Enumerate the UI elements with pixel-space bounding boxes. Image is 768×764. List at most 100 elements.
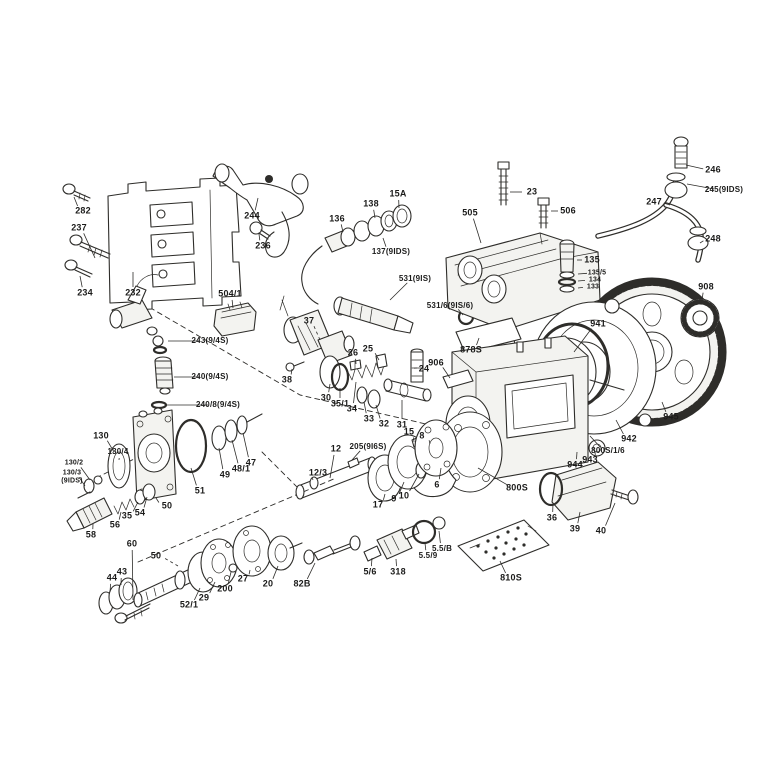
leader-line bbox=[589, 435, 601, 448]
leader-line bbox=[132, 501, 139, 512]
leader-line bbox=[290, 368, 293, 375]
parts-sticker-810S bbox=[457, 519, 550, 572]
leader-line bbox=[143, 496, 148, 508]
leader-line bbox=[218, 447, 224, 470]
leader-line bbox=[313, 326, 321, 341]
cover-39 bbox=[551, 461, 617, 521]
washer-54 bbox=[142, 483, 156, 501]
o-ring-5-5-9 bbox=[411, 519, 437, 545]
leader-line bbox=[106, 440, 115, 453]
leader-line bbox=[351, 450, 361, 461]
bolt-506 bbox=[537, 197, 550, 229]
leader-line bbox=[164, 558, 179, 567]
part-25 bbox=[375, 353, 388, 369]
leader-line bbox=[424, 542, 427, 551]
plunger-31 bbox=[383, 378, 432, 402]
banjo-bolt-246 bbox=[673, 136, 689, 169]
leader-line bbox=[79, 275, 83, 288]
injector-5-6-318 bbox=[363, 524, 420, 562]
part-200 bbox=[228, 563, 238, 573]
flange-27 bbox=[232, 525, 272, 577]
sensor-531 bbox=[333, 296, 414, 334]
leader-line bbox=[383, 493, 386, 501]
washer-32 bbox=[367, 389, 381, 409]
washer-943 bbox=[588, 439, 606, 457]
leader-line bbox=[306, 562, 316, 580]
leader-line bbox=[374, 353, 380, 361]
leader-line bbox=[73, 196, 78, 207]
leader-line bbox=[353, 381, 357, 404]
leader-line bbox=[663, 202, 671, 206]
leader-line bbox=[398, 481, 405, 494]
leader-line bbox=[131, 549, 134, 601]
bolt-237 bbox=[69, 234, 111, 259]
leader-line bbox=[477, 467, 509, 486]
leader-line bbox=[329, 454, 335, 479]
leader-line bbox=[685, 164, 704, 170]
leader-line bbox=[577, 511, 581, 524]
leader-line bbox=[209, 581, 216, 594]
leader-line bbox=[499, 560, 506, 574]
sensor-row-136-138-15A bbox=[301, 204, 412, 305]
leader-line bbox=[248, 569, 251, 575]
bolt-82B bbox=[303, 535, 361, 565]
leader-line bbox=[577, 272, 588, 275]
leader-line bbox=[231, 439, 239, 464]
solenoid-243-group bbox=[109, 274, 168, 355]
connector-504-1 bbox=[213, 301, 257, 337]
spring-34 bbox=[345, 361, 386, 381]
leader-line bbox=[109, 583, 111, 593]
leader-line bbox=[80, 467, 91, 481]
leader-line bbox=[375, 404, 381, 419]
leader-line bbox=[438, 530, 441, 544]
leader-line bbox=[577, 280, 586, 282]
ring-12-3 bbox=[309, 476, 319, 490]
leader-line bbox=[573, 328, 592, 353]
leader-line bbox=[328, 383, 331, 393]
washers-30-35-1 bbox=[319, 355, 350, 392]
part-26 bbox=[349, 359, 362, 371]
front-housing-50 bbox=[132, 407, 177, 502]
o-ring-36 bbox=[538, 471, 564, 507]
overflow-pipe-247-248 bbox=[595, 172, 709, 263]
leader-line bbox=[118, 511, 122, 520]
spring-56 bbox=[113, 498, 135, 515]
pressure-valve-58 bbox=[66, 497, 113, 532]
leader-line bbox=[476, 337, 480, 346]
gasket-878S bbox=[455, 317, 522, 354]
leader-line bbox=[363, 401, 367, 414]
hub-20 bbox=[267, 535, 303, 571]
leader-line bbox=[428, 440, 431, 445]
banjo-bolt-236 bbox=[249, 221, 271, 240]
leader-line bbox=[409, 473, 420, 492]
leader-line bbox=[576, 451, 578, 460]
washer-stack-47-48-49 bbox=[211, 413, 263, 451]
plate-906 bbox=[442, 369, 474, 389]
leader-line bbox=[194, 587, 201, 601]
leader-line bbox=[389, 282, 408, 301]
small-gear-908 bbox=[680, 298, 720, 338]
leader-line bbox=[395, 558, 397, 567]
leader-line bbox=[413, 437, 415, 443]
leader-line bbox=[155, 497, 160, 503]
coupling-52-1-29 bbox=[187, 538, 238, 593]
leader-line bbox=[340, 224, 344, 233]
leader-line bbox=[699, 240, 704, 244]
leader-line bbox=[382, 237, 387, 247]
leader-line bbox=[254, 197, 259, 211]
washer-5-5-B bbox=[432, 516, 446, 530]
leader-line bbox=[190, 467, 197, 486]
leader-line bbox=[473, 218, 482, 244]
small-parts-130-2-130-3 bbox=[77, 475, 103, 499]
control-lever-244 bbox=[212, 163, 309, 258]
bolt-234 bbox=[64, 259, 93, 278]
leader-line bbox=[661, 401, 667, 413]
o-ring-51 bbox=[174, 418, 208, 474]
leader-line bbox=[311, 477, 314, 481]
leader-line bbox=[258, 233, 261, 241]
leader-line bbox=[686, 183, 715, 190]
bolt-60 bbox=[114, 603, 151, 624]
magnet-valve-37 bbox=[279, 295, 355, 365]
fuel-cutoff-valve-240 bbox=[154, 356, 174, 395]
